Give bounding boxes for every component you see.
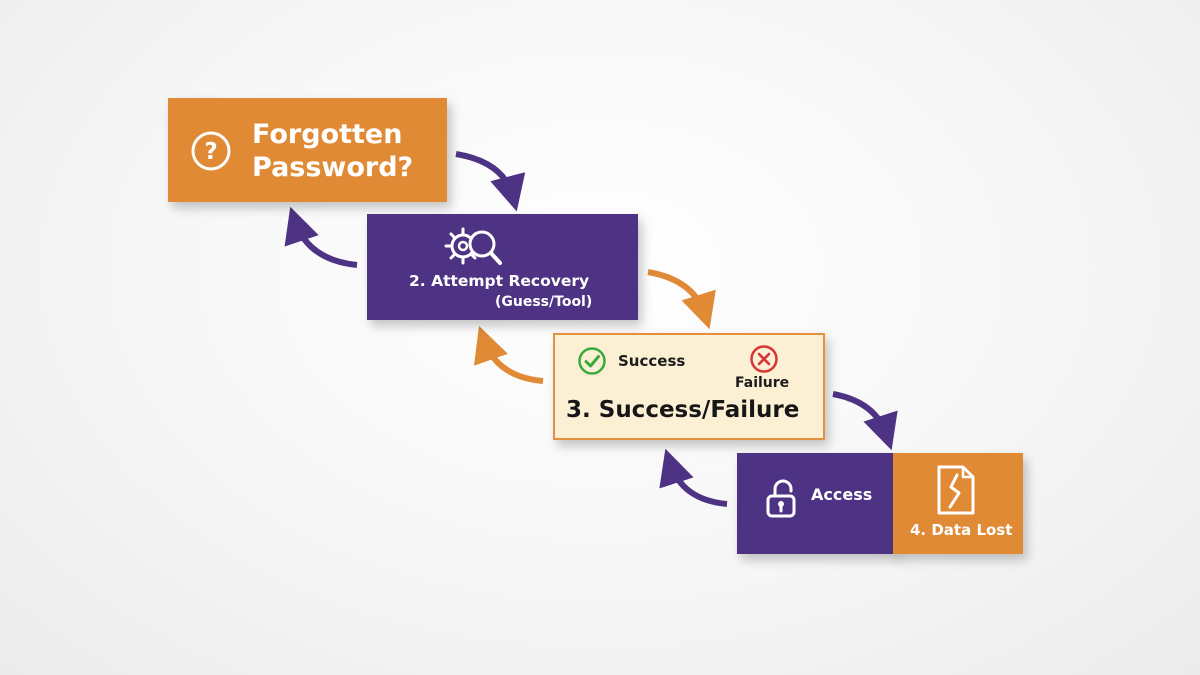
arrow-attempt-to-result — [647, 269, 716, 330]
forgotten-line-2: Password? — [252, 152, 414, 183]
attempt-recovery-box: 2. Attempt Recovery (Guess/Tool) — [367, 214, 638, 320]
attempt-recovery-sublabel: (Guess/Tool) — [495, 294, 593, 310]
arrow-access-back-to-result — [659, 448, 728, 507]
success-label: Success — [618, 352, 686, 370]
data-lost-label: 4. Data Lost — [910, 521, 1013, 539]
arrow-attempt-back-to-forgotten — [284, 206, 358, 268]
success-failure-title: 3. Success/Failure — [566, 397, 800, 423]
access-label: Access — [811, 485, 873, 504]
unlock-icon — [766, 479, 796, 518]
arrow-result-back-to-attempt — [473, 325, 544, 384]
check-circle-icon — [578, 347, 606, 375]
arrow-forgotten-to-attempt — [455, 151, 526, 212]
gear-magnifier-icon — [444, 227, 502, 265]
failure-label: Failure — [735, 375, 790, 391]
question-circle-icon: ? — [191, 131, 231, 171]
x-circle-icon — [750, 345, 778, 373]
forgotten-password-box: ? Forgotten Password? — [168, 98, 447, 202]
success-failure-box: Success Failure 3. Success/Failure — [553, 333, 825, 440]
forgotten-line-1: Forgotten — [252, 119, 403, 150]
forgotten-password-title: Forgotten Password? — [252, 118, 413, 184]
broken-file-icon — [937, 465, 975, 515]
access-box: Access — [737, 453, 897, 554]
attempt-recovery-label: 2. Attempt Recovery — [409, 272, 590, 290]
data-lost-box: 4. Data Lost — [893, 453, 1023, 554]
arrow-result-to-access — [832, 391, 898, 451]
svg-text:?: ? — [204, 139, 217, 165]
